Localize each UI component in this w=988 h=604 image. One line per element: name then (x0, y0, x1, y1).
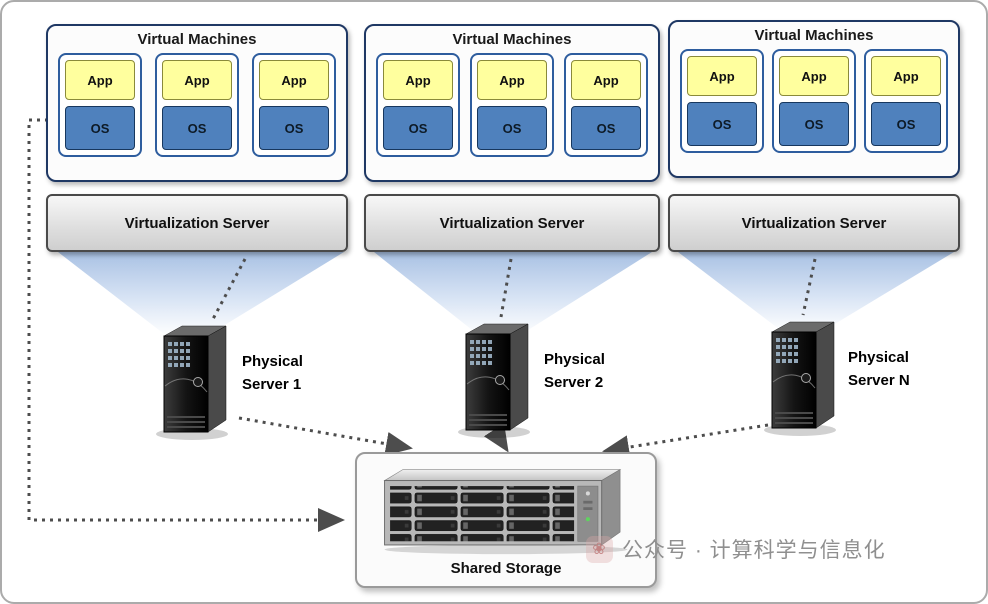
os-box: OS (687, 102, 757, 146)
server3-to-storage-line (602, 423, 769, 460)
os-box: OS (779, 102, 849, 146)
storage-label: Shared Storage (450, 560, 562, 577)
vm-group-title: Virtual Machines (754, 27, 874, 44)
server-tower-icon (760, 316, 846, 438)
app-box: App (162, 60, 232, 100)
os-box: OS (162, 106, 232, 150)
physical-label-line2: Server N (848, 372, 910, 390)
vm-row: App OS App OS App OS (48, 48, 346, 157)
physical-label-line2: Server 2 (544, 374, 604, 392)
watermark: ❀ 公众号 · 计算科学与信息化 (586, 534, 886, 564)
os-box: OS (871, 102, 941, 146)
watermark-text: 公众号 · 计算科学与信息化 (622, 539, 886, 562)
physical-label-line1: Physical (544, 351, 605, 368)
virtualization-server-box-2: Virtualization Server (364, 194, 660, 252)
os-box: OS (383, 106, 453, 150)
app-box: App (871, 56, 941, 96)
physical-server-label-3: Physical Server N (848, 346, 910, 393)
vm-unit: App OS (155, 53, 239, 157)
vm-unit: App OS (470, 53, 554, 157)
vm-unit: App OS (772, 49, 856, 153)
vm-unit: App OS (864, 49, 948, 153)
app-box: App (477, 60, 547, 100)
vm-group-title: Virtual Machines (452, 31, 572, 48)
server1-to-storage-line (238, 416, 413, 456)
os-box: OS (65, 106, 135, 150)
app-box: App (383, 60, 453, 100)
os-box: OS (571, 106, 641, 150)
os-box: OS (259, 106, 329, 150)
vm-unit: App OS (376, 53, 460, 157)
app-box: App (687, 56, 757, 96)
server-tower-icon (454, 318, 540, 440)
virtualization-server-box-1: Virtualization Server (46, 194, 348, 252)
vm-group-1: Virtual Machines App OS App OS App OS (46, 24, 348, 182)
vm-group-3: Virtual Machines App OS App OS App OS (668, 20, 960, 178)
physical-label-line1: Physical (848, 349, 909, 366)
vm-unit: App OS (58, 53, 142, 157)
physical-label-line1: Physical (242, 353, 303, 370)
virtualization-server-box-3: Virtualization Server (668, 194, 960, 252)
os-box: OS (477, 106, 547, 150)
vm-group-2: Virtual Machines App OS App OS App OS (364, 24, 660, 182)
vm-unit: App OS (680, 49, 764, 153)
vm-group-title: Virtual Machines (137, 31, 257, 48)
physical-server-label-1: Physical Server 1 (242, 350, 303, 397)
app-box: App (259, 60, 329, 100)
physical-server-label-2: Physical Server 2 (544, 348, 605, 395)
vm-row: App OS App OS App OS (670, 44, 958, 153)
vm-unit: App OS (252, 53, 336, 157)
app-box: App (779, 56, 849, 96)
physical-label-line2: Server 1 (242, 376, 302, 394)
server-tower-icon (152, 320, 238, 442)
storage-array-icon (383, 468, 628, 555)
shared-storage-box: Shared Storage (355, 452, 657, 588)
vm-row: App OS App OS App OS (366, 48, 658, 157)
app-box: App (65, 60, 135, 100)
watermark-logo-icon: ❀ (586, 535, 613, 563)
vm-unit: App OS (564, 53, 648, 157)
app-box: App (571, 60, 641, 100)
